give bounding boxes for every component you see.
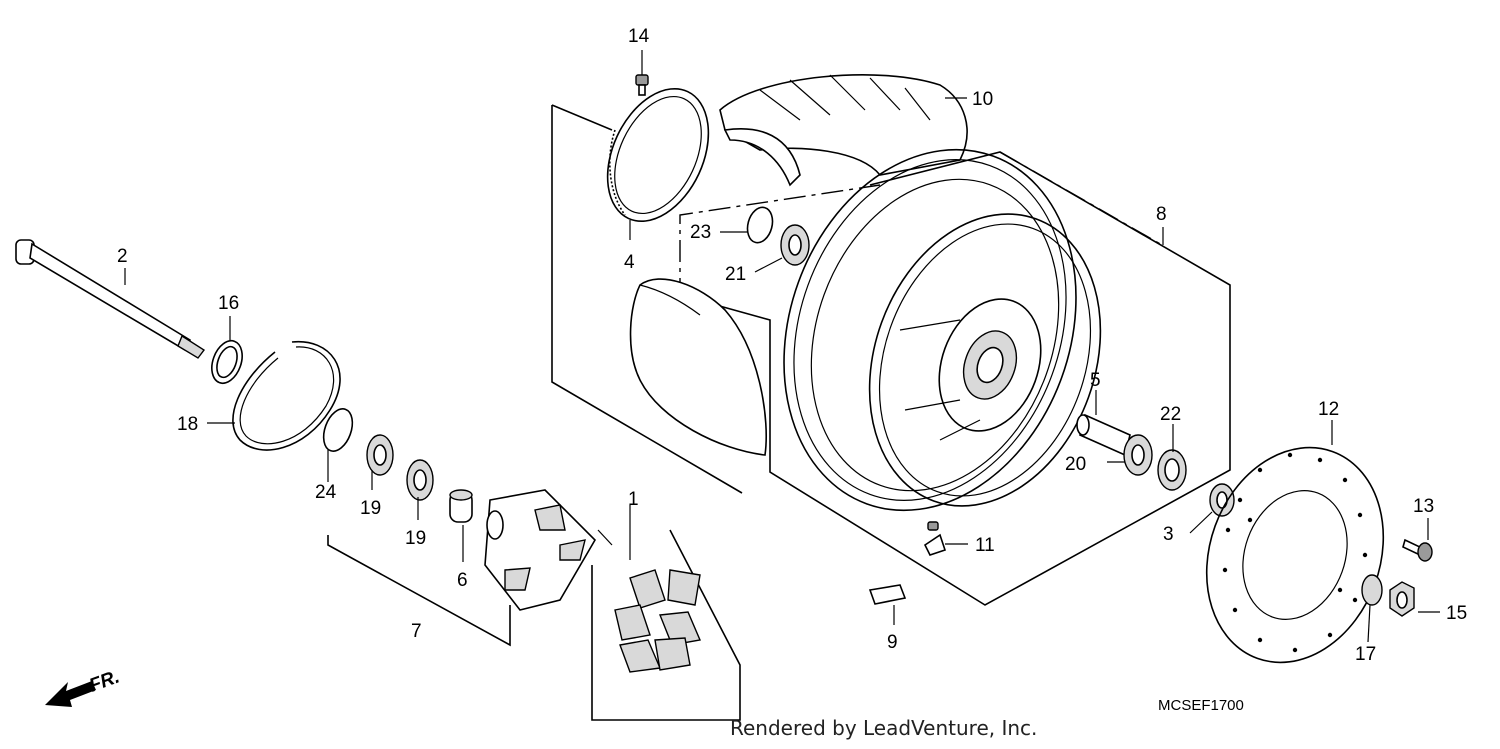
callout-21: 21 (725, 264, 746, 285)
callout-labels: 1 2 3 4 5 6 7 8 9 10 11 12 13 14 15 16 1… (117, 26, 1467, 665)
callout-4: 4 (624, 252, 635, 273)
callout-3: 3 (1163, 524, 1174, 545)
group-brackets (327, 104, 1231, 721)
credit-text: Rendered by LeadVenture, Inc. (730, 716, 1038, 740)
callout-1: 1 (628, 489, 639, 510)
callout-13: 13 (1413, 496, 1434, 517)
collar-part-16 (211, 339, 243, 385)
driven-flange-part-7 (484, 489, 597, 611)
pulse-ring-part-4 (606, 87, 710, 223)
callout-15: 15 (1446, 603, 1467, 624)
callout-18: 18 (177, 414, 198, 435)
callout-9: 9 (887, 632, 898, 653)
callout-14: 14 (628, 26, 650, 47)
bearing-part-21 (780, 224, 810, 266)
callout-12: 12 (1318, 399, 1339, 420)
callout-22: 22 (1160, 404, 1181, 425)
callout-10: 10 (972, 89, 993, 110)
snap-ring-part-18 (232, 340, 341, 451)
callout-11: 11 (975, 535, 995, 556)
o-ring-part-23 (746, 206, 774, 244)
collar-part-3 (1209, 483, 1235, 517)
leader-lines (124, 50, 1440, 643)
rear-wheel-part-8 (783, 148, 1102, 512)
washer-part-17 (1361, 574, 1383, 606)
callout-7: 7 (411, 621, 422, 642)
arrow-down-left-icon: FR. (45, 666, 122, 707)
direction-label: FR. (87, 666, 123, 696)
balance-weight-part-9 (868, 584, 907, 605)
callout-16: 16 (218, 293, 239, 314)
o-ring-part-24 (322, 408, 354, 452)
bolt-part-13 (1402, 538, 1433, 562)
bolt-part-14 (635, 74, 649, 96)
callout-19b: 19 (405, 528, 426, 549)
tire-part-10 (629, 74, 968, 456)
callout-6: 6 (457, 570, 468, 591)
axle-part-2 (15, 239, 206, 359)
callout-19a: 19 (360, 498, 381, 519)
dust-seal-part-22 (1157, 449, 1187, 491)
callout-5: 5 (1090, 370, 1101, 391)
valve-part-11 (923, 521, 947, 556)
bearing-part-19b (406, 459, 434, 501)
damper-rubber-part-1 (614, 569, 701, 673)
callout-23: 23 (690, 222, 711, 243)
nut-part-15 (1389, 581, 1415, 617)
collar-part-6 (449, 489, 473, 523)
bearing-part-19a (366, 434, 394, 476)
brake-disk-part-12 (1205, 446, 1385, 664)
callout-2: 2 (117, 246, 128, 267)
collar-part-5 (1076, 413, 1131, 457)
diagram-code: MCSEF1700 (1158, 697, 1244, 714)
callout-8: 8 (1156, 204, 1167, 225)
callout-20: 20 (1065, 454, 1086, 475)
callout-24: 24 (315, 482, 337, 503)
bearing-part-20 (1123, 434, 1153, 476)
callout-17: 17 (1355, 644, 1376, 665)
